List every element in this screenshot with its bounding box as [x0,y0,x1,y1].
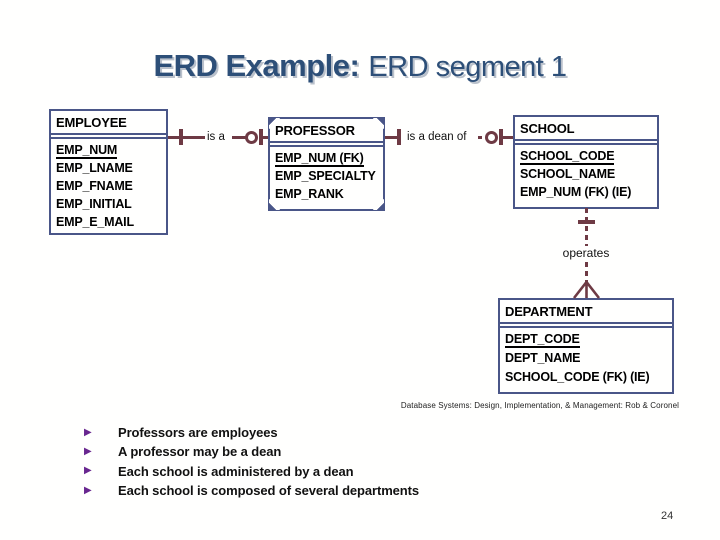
bullet-text: Each school is composed of several depar… [118,483,420,499]
attribute-row: EMP_NUM [56,142,118,159]
one-mandatory-tick-icon [179,129,183,145]
attribute-row: EMP_NUM (FK) (IE) [520,184,632,199]
relationship-line [385,136,397,139]
optional-circle-icon [245,131,258,144]
bullet-text: Professors are employees [118,425,278,441]
one-mandatory-tick-icon [259,129,263,145]
entity-department-attributes: DEPT_CODE DEPT_NAME SCHOOL_CODE (FK) (IE) [500,325,672,387]
entity-department-name: DEPARTMENT [500,300,672,324]
relationship-label: is a [205,130,227,144]
bullet-list: ▶ Professors are employees ▶ A professor… [84,423,419,500]
relationship-line [262,136,268,139]
page-number: 24 [661,510,674,522]
entity-professor-name: PROFESSOR [270,119,383,143]
attribute-row: EMP_RANK [275,186,344,201]
one-mandatory-tick-icon [578,220,595,224]
list-item: ▶ Each school is composed of several dep… [84,481,419,500]
citation: Database Systems: Design, Implementation… [400,401,679,410]
entity-professor-attributes: EMP_NUM (FK)EMP_SPECIALTY EMP_RANK [270,144,383,203]
attribute-row: EMP_SPECIALTY [275,168,376,183]
bullet-triangle-icon: ▶ [84,426,92,438]
attribute-row: EMP_NUM (FK) [275,150,364,167]
one-mandatory-tick-icon [397,129,401,145]
entity-school-name: SCHOOL [515,117,657,141]
list-item: ▶ Each school is administered by a dean [84,462,419,481]
crowsfoot-icon [572,282,601,299]
optional-circle-icon [485,131,498,144]
attribute-row: EMP_E_MAIL [56,214,134,229]
relationship-label: operates [560,246,612,260]
attribute-row: EMP_INITIAL [56,196,132,211]
entity-professor: PROFESSOR EMP_NUM (FK)EMP_SPECIALTY EMP_R… [268,117,385,211]
bullet-triangle-icon: ▶ [84,465,92,477]
dash-dot-icon [478,136,482,139]
relationship-label: is a dean of [405,130,469,144]
title-prefix: ERD Example: [153,48,360,83]
title-suffix: ERD segment 1 [368,51,567,83]
bullet-triangle-icon: ▶ [84,484,92,496]
bullet-text: A professor may be a dean [118,444,282,460]
bullet-text: Each school is administered by a dean [118,463,354,479]
entity-employee-name: EMPLOYEE [51,111,166,135]
one-mandatory-tick-icon [499,129,503,145]
attribute-row: EMP_LNAME [56,160,133,175]
attribute-row: DEPT_NAME [505,350,581,365]
relationship-line [503,136,513,139]
relationship-line [168,136,205,139]
bullet-triangle-icon: ▶ [84,445,92,457]
attribute-row: SCHOOL_CODE (FK) (IE) [505,369,650,384]
slide-title: ERD Example:ERD segment 1 [0,48,720,84]
attribute-row: SCHOOL_NAME [520,166,616,181]
entity-department: DEPARTMENT DEPT_CODE DEPT_NAME SCHOOL_CODE… [498,298,674,394]
attribute-row: SCHOOL_CODE [520,148,615,165]
relationship-line [232,136,246,139]
list-item: ▶ Professors are employees [84,423,419,442]
list-item: ▶ A professor may be a dean [84,442,419,461]
attribute-row: DEPT_CODE [505,331,580,348]
attribute-row: EMP_FNAME [56,178,133,193]
